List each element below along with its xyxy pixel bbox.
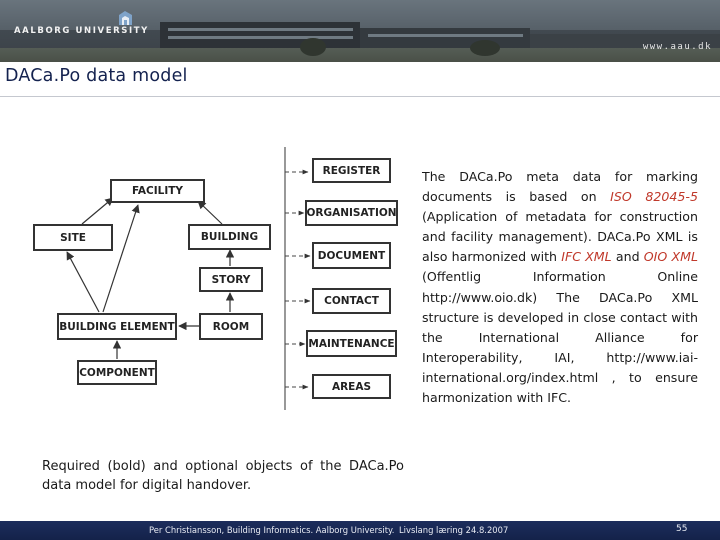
header-banner: AALBORG UNIVERSITY www.aau.dk: [0, 0, 720, 62]
building-to-facility-arrow: [197, 200, 223, 225]
iso-reference: ISO 82045-5: [610, 189, 698, 205]
description-text: The DACa.Po meta data for marking docume…: [422, 167, 698, 408]
ifc-reference: IFC XML: [561, 249, 612, 265]
entity-label: BUILDING: [200, 231, 259, 243]
description-part: and: [611, 249, 644, 265]
document-label: REGISTER: [322, 164, 381, 177]
document-areas: AREAS: [312, 374, 391, 399]
title-divider: [0, 96, 720, 97]
entity-label: COMPONENT: [79, 366, 155, 379]
diagram-caption: Required (bold) and optional objects of …: [42, 459, 404, 493]
entity-room: ROOM: [199, 313, 263, 340]
building-element-to-facility-arrow: [102, 204, 140, 313]
header-tree: [300, 38, 326, 56]
entity-label: ROOM: [212, 320, 250, 333]
document-maintenance: MAINTENANCE: [306, 330, 397, 357]
document-label: ORGANISATION: [306, 207, 397, 219]
footer-author: Per Christiansson, Building Informatics.…: [149, 525, 395, 535]
oio-reference: OIO XML: [643, 249, 699, 265]
footer-bar: Per Christiansson, Building Informatics.…: [0, 521, 720, 540]
building-element-to-site-arrow: [66, 251, 100, 313]
document-organisation: ORGANISATION: [305, 200, 398, 226]
header-tree: [470, 40, 500, 56]
footer-event: Livslang læring 24.8.2007: [399, 525, 509, 535]
header-ground: [0, 48, 720, 62]
header-window-strip: [168, 36, 353, 39]
entity-label: FACILITY: [131, 185, 184, 197]
entity-building: BUILDING: [188, 224, 271, 250]
document-register: REGISTER: [312, 158, 391, 183]
document-label: DOCUMENT: [317, 249, 386, 262]
document-label: CONTACT: [324, 295, 379, 307]
entity-facility: FACILITY: [110, 179, 205, 203]
description-part: (Application of metadata for constructio…: [422, 209, 698, 265]
entity-label: SITE: [60, 231, 86, 244]
entity-site: SITE: [33, 224, 113, 251]
description-part: (Offentlig Information Online http://www…: [422, 269, 698, 406]
document-document: DOCUMENT: [312, 242, 391, 269]
entity-component: COMPONENT: [77, 360, 157, 385]
university-name: AALBORG UNIVERSITY: [14, 26, 149, 36]
header-window-strip: [368, 34, 523, 37]
slide-title: DACa.Po data model: [5, 66, 188, 86]
header-window-strip: [168, 28, 353, 31]
document-label: AREAS: [331, 380, 372, 393]
entity-label: BUILDING ELEMENT: [59, 320, 175, 333]
page-number: 55: [676, 524, 688, 534]
site-url[interactable]: www.aau.dk: [642, 42, 712, 52]
entity-label: STORY: [211, 273, 251, 286]
entity-story: STORY: [199, 267, 263, 292]
document-contact: CONTACT: [312, 288, 391, 314]
site-to-facility-arrow: [81, 197, 114, 225]
document-label: MAINTENANCE: [308, 337, 395, 350]
description-part: The DACa.Po meta data for marking docume…: [422, 169, 698, 205]
university-logo-icon: [119, 11, 132, 25]
entity-building-element: BUILDING ELEMENT: [57, 313, 177, 340]
